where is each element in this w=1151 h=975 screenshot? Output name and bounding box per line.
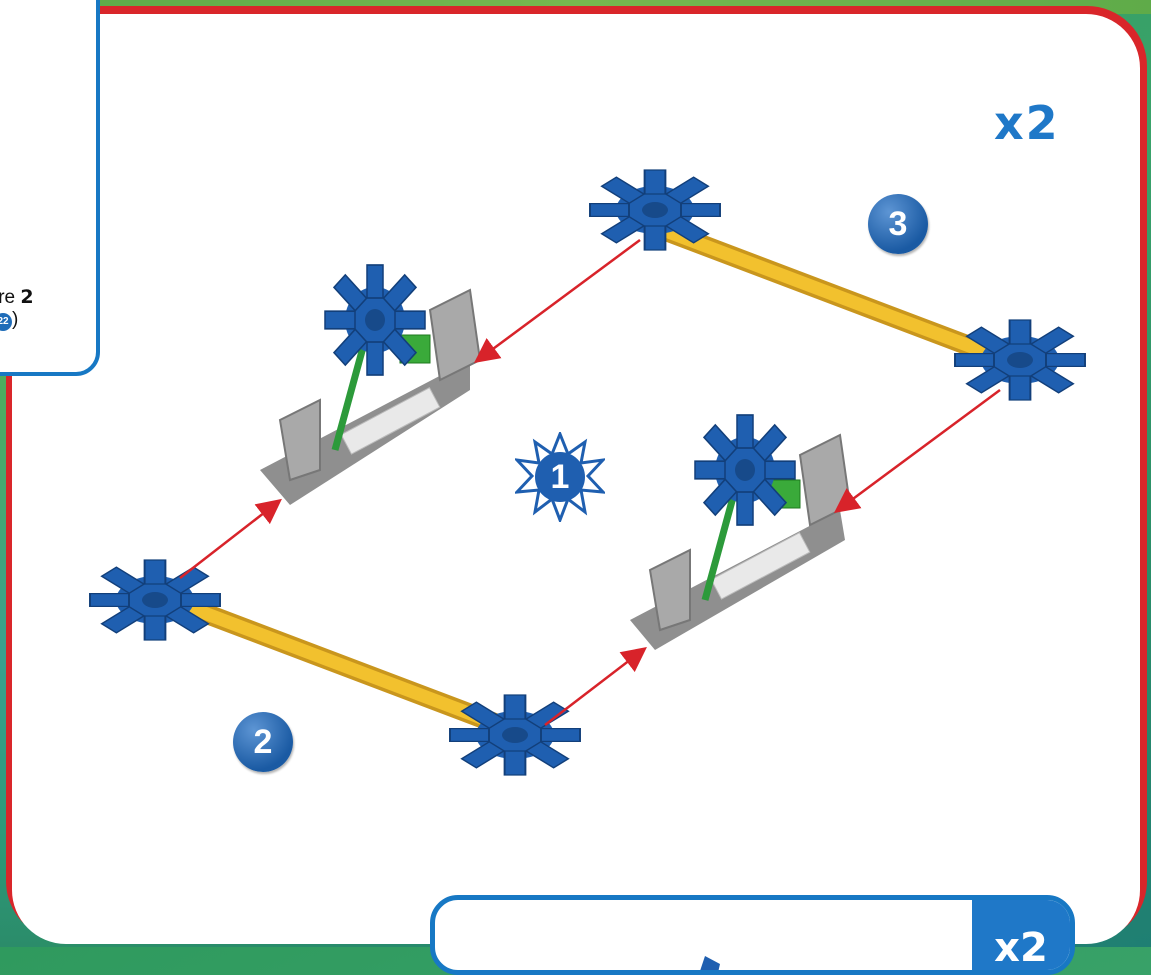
previous-step-box: ire 2 22) <box>0 0 100 376</box>
part-number-badge: 22 <box>0 313 12 331</box>
previous-step-count: 2 <box>20 286 34 308</box>
connector-left <box>89 559 221 641</box>
step-3-badge: 3 <box>868 194 928 254</box>
step-2-badge: 2 <box>233 712 293 772</box>
next-part-preview-icon <box>700 956 720 970</box>
connector-right <box>954 319 1086 401</box>
connector-top <box>589 169 721 251</box>
next-step-box: x2 <box>430 895 1075 975</box>
gear-assembly-left <box>260 264 482 505</box>
quantity-label: x2 <box>994 96 1060 150</box>
previous-step-line1-prefix: ire <box>0 287 16 308</box>
previous-step-text: ire 2 22) <box>0 286 34 331</box>
assembly-diagram <box>89 169 1086 776</box>
connector-bottom <box>449 694 581 776</box>
next-step-quantity: x2 <box>972 900 1070 970</box>
gear-assembly-right <box>630 414 852 650</box>
previous-step-line2-suffix: ) <box>12 309 19 330</box>
yellow-rod-top <box>640 215 990 360</box>
assembly-arrows <box>179 238 1001 726</box>
starburst-icon <box>513 429 607 525</box>
yellow-rod-bottom <box>160 590 510 735</box>
step-1-number: 1 <box>550 458 570 496</box>
step-1-star-badge: 1 <box>513 429 607 525</box>
